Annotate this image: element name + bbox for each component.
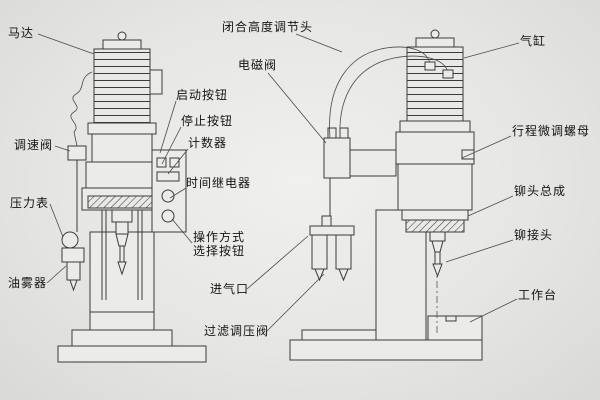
pressure-gauge-part — [61, 231, 79, 249]
label-speed-valve: 调速阀 — [14, 138, 54, 152]
filter-bowl — [311, 234, 328, 270]
right-head-hatch — [405, 219, 465, 233]
left-motor-bolt — [117, 31, 127, 41]
label-rivet-joint: 铆接头 — [514, 228, 554, 242]
left-motor — [93, 48, 151, 124]
label-air-inlet: 进气口 — [210, 282, 250, 296]
right-base — [289, 339, 483, 361]
label-filter-regulator: 过滤调压阀 — [204, 324, 270, 338]
air-inlet-part — [309, 225, 355, 236]
left-base-step — [71, 329, 173, 347]
label-closing-height: 闭合高度调节头 — [222, 20, 314, 34]
right-head-housing — [397, 163, 473, 211]
time-relay-part — [161, 189, 175, 203]
stroke-nut-part — [461, 149, 475, 160]
label-solenoid-valve: 电磁阀 — [238, 58, 278, 72]
hose-2 — [339, 55, 449, 139]
left-mid-body — [85, 161, 159, 189]
label-worktable: 工作台 — [518, 288, 558, 302]
left-tool-tip — [117, 261, 127, 276]
hose-fitting-2 — [442, 69, 454, 79]
left-upper-body — [91, 133, 153, 163]
left-motor-flange — [87, 122, 157, 135]
left-coiled-hose — [70, 71, 93, 147]
label-counter: 计数器 — [188, 136, 228, 150]
hose-1 — [329, 46, 431, 139]
label-rivet-head: 铆头总成 — [514, 184, 567, 198]
label-mode-select-line2: 选择按钮 — [193, 244, 246, 258]
label-start-button: 启动按钮 — [176, 88, 229, 102]
solenoid-valve-part — [323, 137, 351, 179]
worktable-part — [427, 315, 483, 341]
right-machine — [289, 29, 483, 361]
label-pressure-gauge: 压力表 — [10, 196, 50, 210]
left-base — [57, 345, 207, 363]
leader-lines — [37, 33, 520, 333]
label-stroke-nut: 行程微调螺母 — [512, 124, 591, 138]
label-mode-select: 操作方式 选择按钮 — [193, 230, 245, 258]
label-air-cylinder: 气缸 — [520, 34, 547, 48]
right-upper-body — [395, 131, 475, 165]
stop-button-part — [169, 157, 180, 168]
left-motor-cap — [102, 39, 142, 50]
right-motor-bolt — [430, 29, 440, 39]
label-time-relay: 时间继电器 — [186, 176, 252, 190]
label-mode-select-line1: 操作方式 — [193, 230, 246, 244]
label-oil-mister: 油雾器 — [8, 276, 48, 290]
left-ram — [111, 209, 133, 223]
right-motor-cap — [415, 37, 455, 48]
left-head-hatch — [87, 195, 157, 209]
right-motor-flange — [399, 120, 471, 133]
oil-mister-part — [66, 261, 81, 281]
control-panel — [151, 149, 187, 233]
label-stop-button: 停止按钮 — [181, 114, 234, 128]
counter-part — [156, 171, 180, 182]
rivet-head-assembly-part — [401, 209, 469, 221]
hose-fitting-1 — [424, 61, 436, 71]
left-motor-junction-box — [149, 69, 163, 95]
label-motor: 马达 — [8, 26, 35, 40]
right-arm — [347, 149, 397, 177]
left-machine — [57, 31, 207, 363]
air-cylinder-part — [406, 46, 464, 122]
start-button-part — [156, 157, 167, 168]
speed-valve-part — [67, 145, 87, 161]
mode-select-part — [161, 209, 175, 223]
rivet-joint-part — [432, 263, 443, 278]
lubricator-bowl — [335, 234, 352, 270]
